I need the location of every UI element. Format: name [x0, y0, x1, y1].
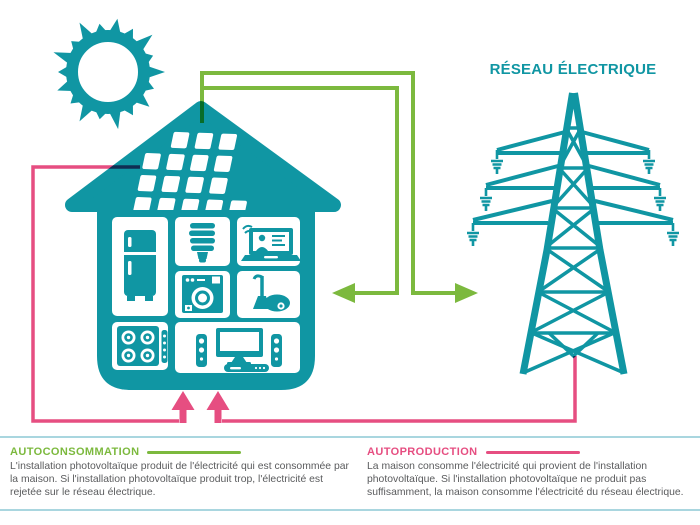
fridge-icon	[122, 230, 158, 301]
cfl-bulb-icon	[189, 223, 215, 263]
home-theater-icon	[196, 328, 282, 372]
autoconsommation-block: AUTOCONSOMMATION L'installation photovol…	[10, 446, 350, 499]
autoproduction-title: AUTOPRODUCTION	[367, 446, 478, 458]
washing-machine-icon	[182, 275, 223, 313]
pink-flow-grid-to-house	[206, 356, 577, 423]
autoproduction-description: La maison consomme l'électricité qui pro…	[367, 461, 684, 498]
separator-bottom	[0, 509, 700, 511]
sun-icon	[53, 18, 165, 130]
stove-icon	[117, 326, 168, 366]
separator-top	[0, 436, 700, 438]
green-arrow-panel-to-house	[204, 86, 399, 303]
grid-title: RÉSEAU ÉLECTRIQUE	[489, 61, 657, 78]
autoconsommation-description: L'installation photovoltaïque produit de…	[10, 461, 349, 498]
vacuum-cell	[237, 271, 300, 318]
house	[65, 101, 341, 390]
green-arrow-panel-to-grid	[200, 71, 478, 303]
laptop-video-call-icon	[241, 224, 301, 261]
autoproduction-underline	[485, 450, 580, 454]
autoconsommation-underline	[147, 450, 242, 454]
autoconsommation-title: AUTOCONSOMMATION	[10, 446, 140, 458]
autoproduction-block: AUTOPRODUCTION La maison consomme l'élec…	[367, 446, 693, 499]
vacuum-cleaner-icon	[252, 274, 290, 312]
electricity-pylon-icon	[467, 92, 679, 375]
pink-flow-solar-to-house	[31, 165, 195, 423]
